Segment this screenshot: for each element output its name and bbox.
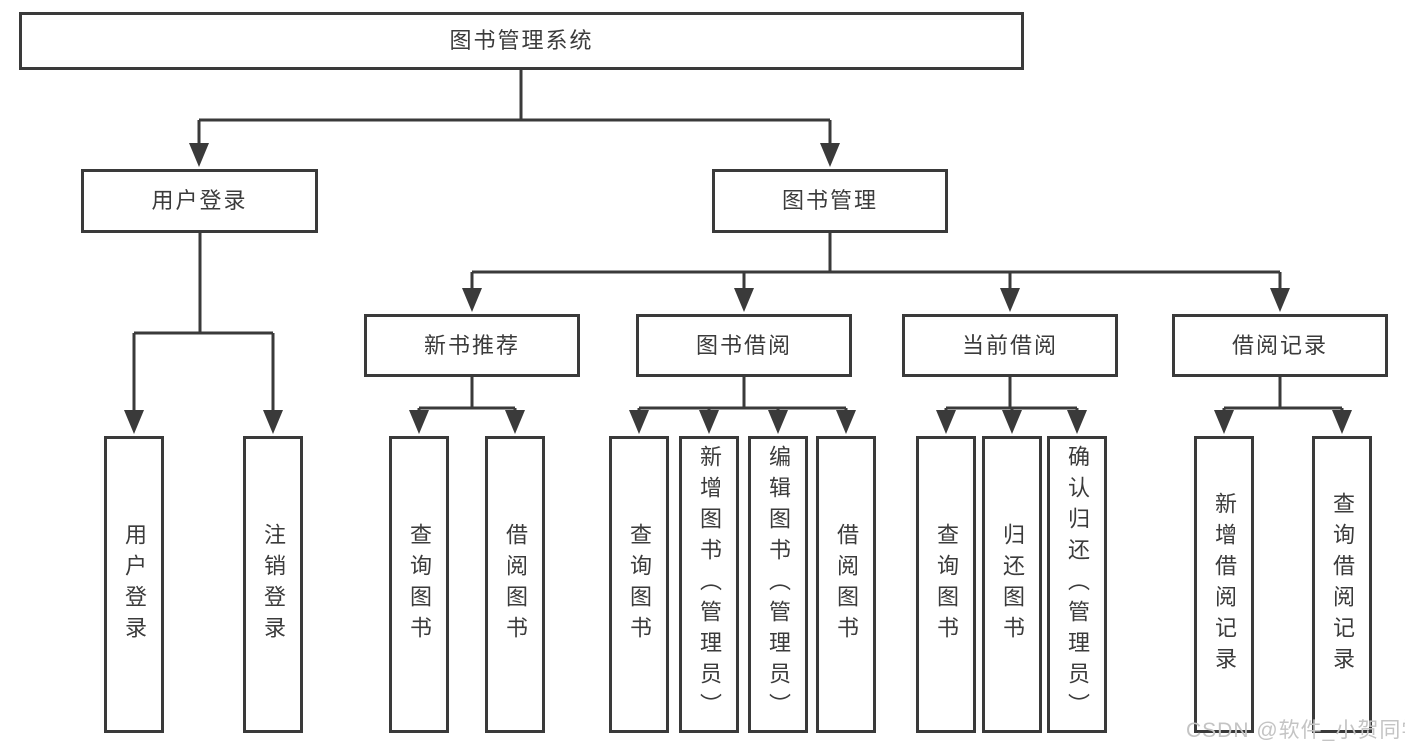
node-leaf-nbr-borrow-books: 借阅图书	[485, 436, 545, 733]
node-leaf-user-login: 用户登录	[104, 436, 164, 733]
node-leaf-br-query-record: 查询借阅记录	[1312, 436, 1372, 733]
connector-current-borrow-children	[936, 377, 1087, 434]
node-leaf-cb-return-books: 归还图书	[982, 436, 1042, 733]
connector-book-borrow-children	[629, 377, 856, 434]
node-leaf-cb-query-books: 查询图书	[916, 436, 976, 733]
connector-root-to-level2	[189, 70, 840, 167]
node-current-borrowing: 当前借阅	[902, 314, 1118, 377]
node-library-system-root: 图书管理系统	[19, 12, 1024, 70]
node-leaf-bb-edit-books-admin: 编辑图书（管理员）	[748, 436, 808, 733]
node-book-borrowing: 图书借阅	[636, 314, 852, 377]
csdn-watermark: CSDN @软件_小贺同学	[1186, 719, 1405, 742]
node-leaf-br-add-record: 新增借阅记录	[1194, 436, 1254, 733]
node-book-management-module: 图书管理	[712, 169, 948, 233]
node-leaf-cb-confirm-return-admin: 确认归还（管理员）	[1047, 436, 1107, 733]
node-leaf-bb-query-books: 查询图书	[609, 436, 669, 733]
connector-borrow-records-children	[1214, 377, 1352, 434]
node-leaf-bb-borrow-books: 借阅图书	[816, 436, 876, 733]
node-new-book-recommend: 新书推荐	[364, 314, 580, 377]
node-user-login-module: 用户登录	[81, 169, 318, 233]
node-leaf-bb-add-books-admin: 新增图书（管理员）	[679, 436, 739, 733]
connector-user-login-children	[124, 233, 283, 434]
connector-book-mgmt-children	[462, 233, 1290, 312]
node-borrowing-records: 借阅记录	[1172, 314, 1388, 377]
connector-new-book-rec-children	[409, 377, 525, 434]
node-leaf-logout: 注销登录	[243, 436, 303, 733]
node-leaf-nbr-query-books: 查询图书	[389, 436, 449, 733]
